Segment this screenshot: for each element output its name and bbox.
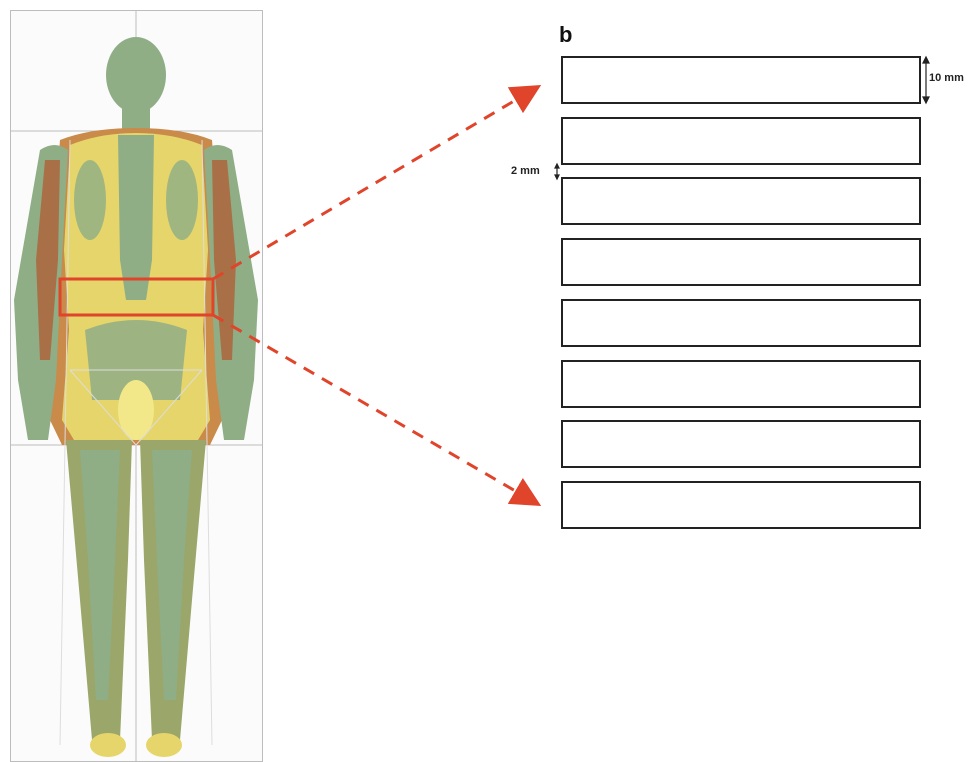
slice-rect [561,420,921,468]
slice-rect [561,481,921,529]
slice-height-label: 10 mm [929,72,964,84]
slice-rect [561,117,921,165]
arrow-bottom [213,315,536,503]
dimension-marker-2mm [555,164,559,179]
slice-rect [561,238,921,286]
slice-rect [561,56,921,104]
arrow-top [213,88,536,279]
slice-rect [561,177,921,225]
slice-rect [561,299,921,347]
slice-gap-label: 2 mm [511,165,540,177]
slice-rect [561,360,921,408]
